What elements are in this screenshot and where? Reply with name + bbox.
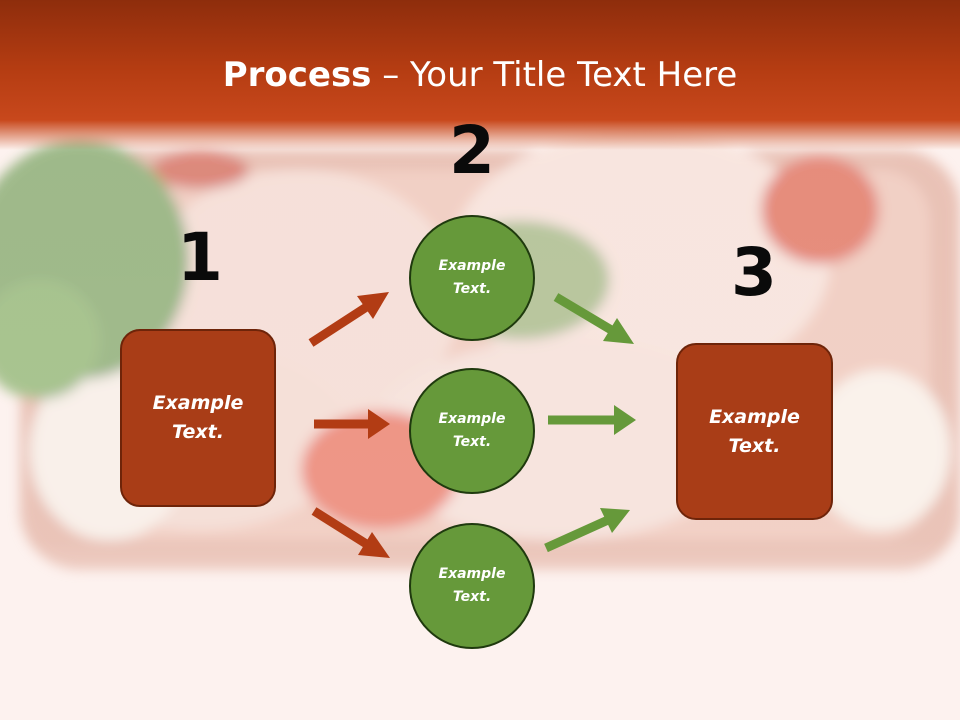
step-3-box-text: Example Text. [709, 405, 800, 457]
step-2-circle-bottom[interactable]: Example Text. [409, 523, 535, 649]
step-number-1: 1 [177, 219, 223, 296]
step-1-box-text: Example Text. [152, 392, 244, 443]
arrow-to-bottom-circle [311, 507, 390, 558]
circle-bottom-text: Example Text. [438, 566, 506, 605]
step-1-box[interactable]: Example Text. [120, 329, 276, 507]
title-bar [0, 0, 960, 150]
slide-title: Process – Your Title Text Here [0, 52, 960, 98]
step-2-circle-top[interactable]: Example Text. [409, 215, 535, 341]
step-number-3: 3 [731, 234, 777, 311]
step-number-2: 2 [449, 112, 495, 189]
step-2-circle-middle[interactable]: Example Text. [409, 368, 535, 494]
arrow-to-middle-circle [314, 409, 390, 439]
circle-middle-text: Example Text. [438, 411, 506, 450]
title-bold: Process [222, 55, 372, 95]
arrow-from-middle-circle [548, 405, 636, 435]
step-3-box[interactable]: Example Text. [676, 343, 833, 520]
arrow-from-top-circle [553, 293, 634, 344]
arrow-to-top-circle [308, 292, 389, 347]
circle-top-text: Example Text. [438, 258, 506, 297]
title-rest: – Your Title Text Here [371, 55, 738, 95]
arrow-from-bottom-circle [544, 508, 630, 553]
